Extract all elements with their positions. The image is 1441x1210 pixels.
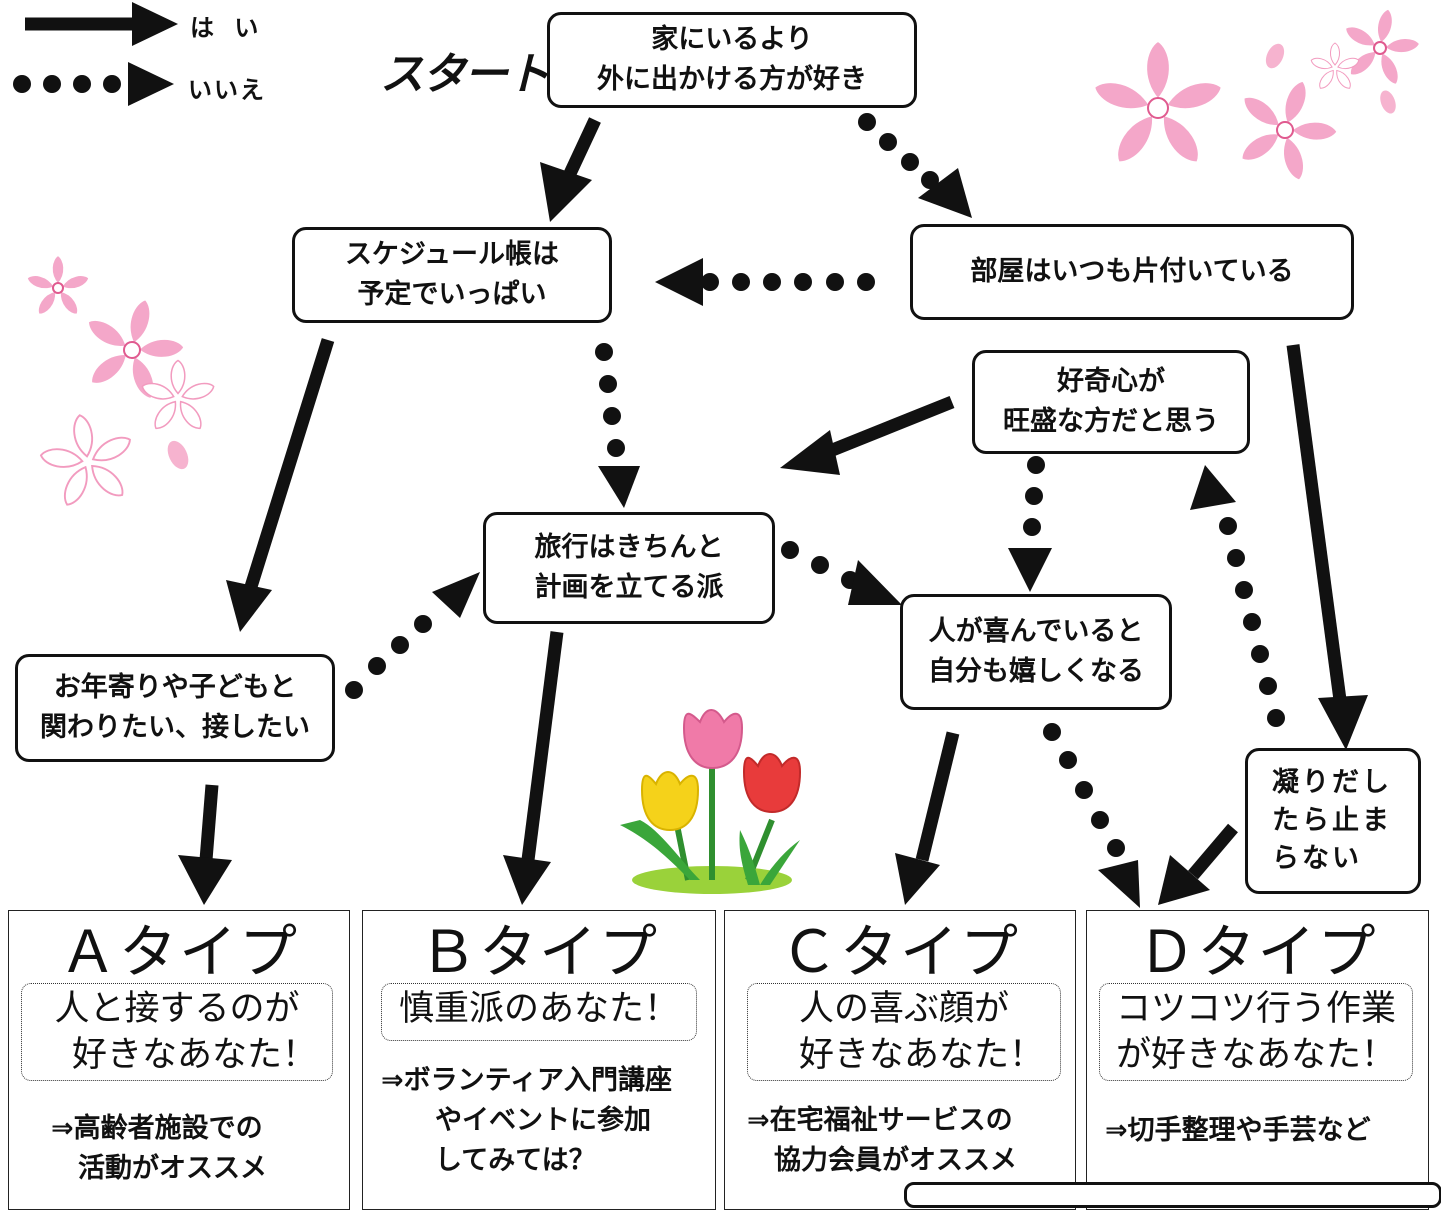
question-q6: 人が喜んでいると 自分も嬉しくなる	[900, 594, 1172, 710]
result-c-recommendation: ⇒在宅福祉サービスの 協力会員がオススメ	[747, 1105, 1017, 1176]
result-c-subtitle: 人の喜ぶ顔が 好きなあなた！	[747, 983, 1061, 1081]
result-a-subtitle: 人と接するのが 好きなあなた！	[21, 983, 333, 1081]
question-q7: お年寄りや子どもと 関わりたい、接したい	[15, 654, 335, 762]
question-q4: 好奇心が 旺盛な方だと思う	[972, 350, 1250, 454]
result-b-title: Ｂタイプ	[418, 918, 659, 986]
result-d-recommendation: ⇒切手整理や手芸など	[1105, 1115, 1371, 1146]
result-d-subtitle: コツコツ行う作業 が好きなあなた！	[1099, 983, 1413, 1081]
question-q2: スケジュール帳は 予定でいっぱい	[292, 227, 612, 323]
no-arrows	[345, 113, 1285, 908]
question-q5: 旅行はきちんと 計画を立てる派	[483, 512, 775, 624]
arrow-q8-yes-to-d	[1158, 823, 1238, 905]
result-b-subtitle: 慎重派のあなた！	[381, 983, 697, 1041]
result-a: Ａタイプ 人と接するのが 好きなあなた！ ⇒高齢者施設での 活動がオススメ	[8, 910, 350, 1210]
result-c-title: Ｃタイプ	[779, 918, 1020, 986]
sakura-decoration-top-right	[1088, 0, 1429, 195]
arrow-q7-yes-to-a	[178, 784, 232, 905]
result-a-title: Ａタイプ	[58, 918, 299, 986]
question-q8: 凝りだし たら止ま らない	[1245, 748, 1421, 894]
legend-no-label: いいえ	[188, 76, 266, 104]
result-d-title: Ｄタイプ	[1137, 918, 1378, 986]
arrow-q6-no-to-d	[1043, 723, 1140, 908]
question-q1: 家にいるより 外に出かける方が好き	[547, 12, 917, 108]
arrow-q6-yes-to-c	[895, 731, 960, 905]
result-d: Ｄタイプ コツコツ行う作業 が好きなあなた！ ⇒切手整理や手芸など	[1086, 910, 1429, 1210]
arrow-q3-yes-to-q8	[1286, 344, 1368, 750]
yes-arrows	[178, 117, 1368, 905]
legend-yes-label: は い	[190, 14, 265, 42]
start-label: スタート	[380, 49, 550, 100]
result-a-recommendation: ⇒高齢者施設での 活動がオススメ	[51, 1113, 267, 1184]
sakura-decoration-left	[24, 254, 217, 515]
legend-yes-arrow	[25, 2, 178, 46]
arrow-q1-no-to-q3	[858, 113, 972, 218]
result-b-recommendation: ⇒ボランティア入門講座 やイベントに参加 してみては？	[381, 1065, 673, 1176]
question-q3: 部屋はいつも片付いている	[910, 224, 1354, 320]
arrow-q8-no-to-q4	[1190, 465, 1285, 727]
arrow-q2-no-to-q5	[595, 343, 640, 508]
arrow-q5-yes-to-b	[503, 631, 564, 905]
arrow-q4-no-to-q6	[1008, 456, 1052, 592]
tulip-decoration	[620, 709, 802, 894]
arrow-q7-no-to-q5	[345, 572, 480, 699]
bottom-note-box	[904, 1182, 1441, 1208]
result-b: Ｂタイプ 慎重派のあなた！ ⇒ボランティア入門講座 やイベントに参加 してみては…	[362, 910, 716, 1210]
arrow-q1-yes-to-q2	[540, 117, 601, 222]
arrow-q4-yes	[780, 395, 955, 475]
arrow-q5-no-to-q6	[781, 541, 902, 605]
arrow-q2-yes-to-q7	[226, 338, 335, 632]
legend-no-arrow	[13, 62, 174, 106]
arrow-q3-no-to-q2	[655, 258, 875, 306]
result-c: Ｃタイプ 人の喜ぶ顔が 好きなあなた！ ⇒在宅福祉サービスの 協力会員がオススメ	[724, 910, 1076, 1210]
